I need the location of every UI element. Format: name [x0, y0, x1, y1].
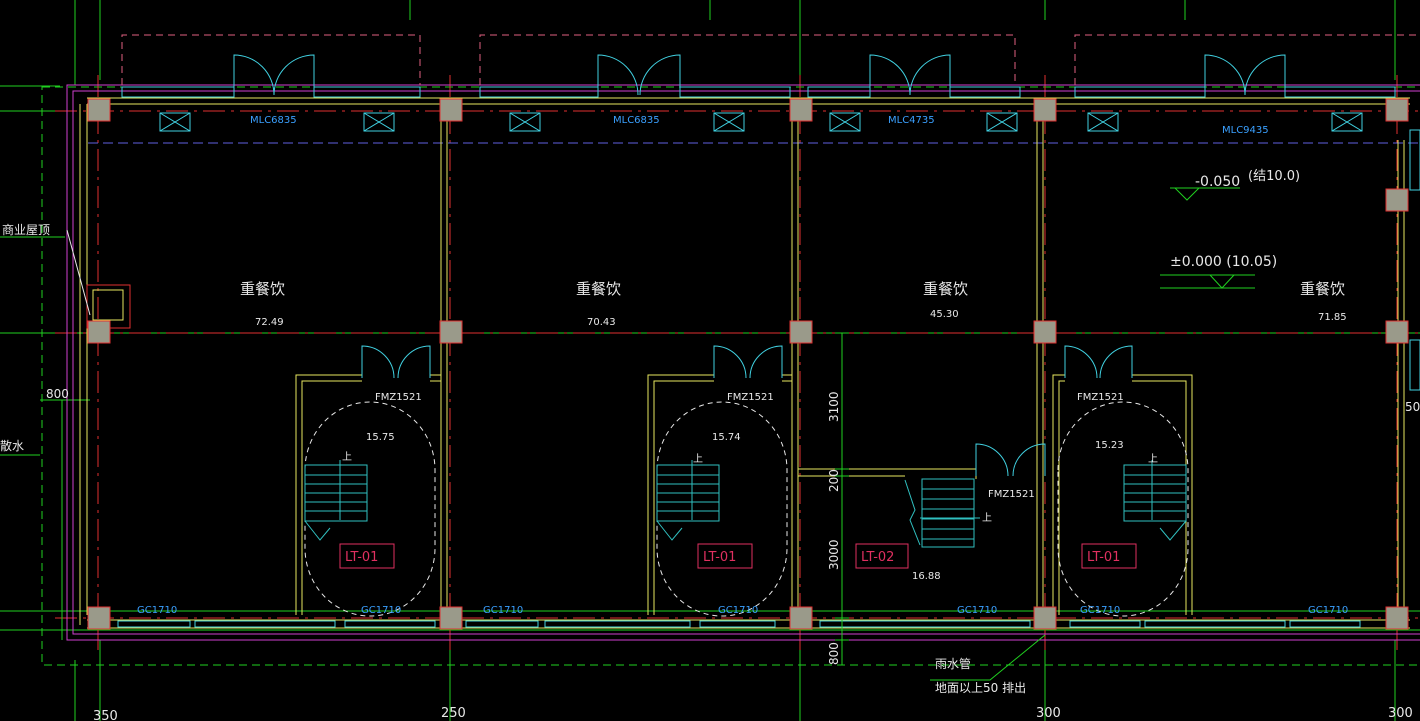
- window-tag: GC1710: [957, 605, 997, 616]
- stair-doors: [361, 345, 1133, 477]
- room-name: 重餐饮: [240, 280, 285, 298]
- elevation-labels: -0.050 (结10.0) ±0.000 (10.05): [1170, 169, 1300, 270]
- dimension-text: 3000: [827, 539, 841, 570]
- right-trim: [1409, 129, 1420, 391]
- fan-units: [159, 112, 1363, 132]
- rain-pipe-label: 雨水管: [935, 656, 971, 671]
- door-tags: FMZ1521 FMZ1521 FMZ1521 FMZ1521 15.75 15…: [342, 392, 1158, 582]
- door-tag: FMZ1521: [988, 489, 1035, 500]
- bottom-window-tags: GC1710 GC1710 GC1710 GC1710 GC1710 GC171…: [137, 605, 1348, 616]
- stair-area: 15.23: [1095, 440, 1124, 451]
- elevation-2: ±0.000 (10.05): [1170, 254, 1277, 270]
- rain-pipe-note: 雨水管 地面以上50 排出: [935, 656, 1026, 695]
- stair-up: 上: [982, 512, 992, 524]
- vertical-dimensions: 3100 200 3000 800: [827, 391, 841, 665]
- door-tag: FMZ1521: [1077, 392, 1124, 403]
- left-note: 散水: [0, 438, 24, 453]
- window-tag: MLC4735: [888, 115, 935, 126]
- axis-dimension: 300: [1036, 706, 1061, 721]
- room-area: 71.85: [1318, 312, 1347, 323]
- room-area: 70.43: [587, 317, 616, 328]
- stair-tag: LT-01: [703, 550, 736, 565]
- window-tag: GC1710: [1308, 605, 1348, 616]
- door-tag: FMZ1521: [727, 392, 774, 403]
- axis-dimension: 300: [1388, 706, 1413, 721]
- dimension-text: 800: [827, 642, 841, 665]
- left-labels: 商业屋顶 800 散水: [0, 222, 69, 453]
- elevation-1-note: (结10.0): [1248, 169, 1300, 184]
- stair-tag: LT-01: [345, 550, 378, 565]
- window-tag: MLC9435: [1222, 125, 1269, 136]
- stair-area: 15.74: [712, 432, 741, 443]
- window-tag: GC1710: [718, 605, 758, 616]
- room-name: 重餐饮: [1300, 280, 1345, 298]
- bottom-axis-labels: 350 250 300 300: [93, 706, 1413, 721]
- stair-tag-boxes: [339, 543, 1137, 569]
- outer-wall-magenta: [66, 84, 1420, 641]
- room-labels: 重餐饮 重餐饮 重餐饮 重餐饮 72.49 70.43 45.30 71.85: [240, 280, 1347, 328]
- canopy-outlines: [121, 34, 1420, 85]
- window-tag: GC1710: [483, 605, 523, 616]
- bottom-wall: [87, 619, 1410, 629]
- dimension-text: 3100: [827, 391, 841, 422]
- window-tags: MLC6835 MLC6835 MLC4735 MLC9435: [250, 115, 1269, 136]
- stair-up: 上: [1148, 453, 1158, 465]
- yellow-walls: [79, 97, 1410, 625]
- room-area: 45.30: [930, 309, 959, 320]
- dimension-text: 200: [827, 469, 841, 492]
- right-dimension: 50: [1405, 400, 1420, 414]
- room-name: 重餐饮: [923, 280, 968, 298]
- columns: [87, 98, 1409, 630]
- room-area: 72.49: [255, 317, 284, 328]
- rain-pipe-sub: 地面以上50 排出: [935, 681, 1026, 695]
- stair-tag: LT-02: [861, 550, 894, 565]
- stair-treads: [304, 460, 1187, 548]
- stair-area: 16.88: [912, 571, 941, 582]
- window-tag: MLC6835: [250, 115, 297, 126]
- stair-tag: LT-01: [1087, 550, 1120, 565]
- top-windows: [121, 54, 1396, 98]
- stair-tags: LT-01 LT-01 LT-02 LT-01: [345, 550, 1120, 565]
- door-tag: FMZ1521: [375, 392, 422, 403]
- stair-up: 上: [342, 451, 352, 463]
- bottom-windows: [117, 620, 1361, 628]
- roof-label: 商业屋顶: [2, 222, 50, 237]
- left-dimension: 800: [46, 387, 69, 401]
- axis-lines: [55, 75, 1420, 650]
- window-tag: MLC6835: [613, 115, 660, 126]
- dimension-lines: [0, 187, 1255, 681]
- stair-area: 15.75: [366, 432, 395, 443]
- axis-dimension: 250: [441, 706, 466, 721]
- window-tag: GC1710: [137, 605, 177, 616]
- axis-dimension: 350: [93, 709, 118, 721]
- window-tag: GC1710: [1080, 605, 1120, 616]
- window-tag: GC1710: [361, 605, 401, 616]
- stair-up: 上: [693, 453, 703, 465]
- elevation-1: -0.050: [1195, 174, 1240, 190]
- room-name: 重餐饮: [576, 280, 621, 298]
